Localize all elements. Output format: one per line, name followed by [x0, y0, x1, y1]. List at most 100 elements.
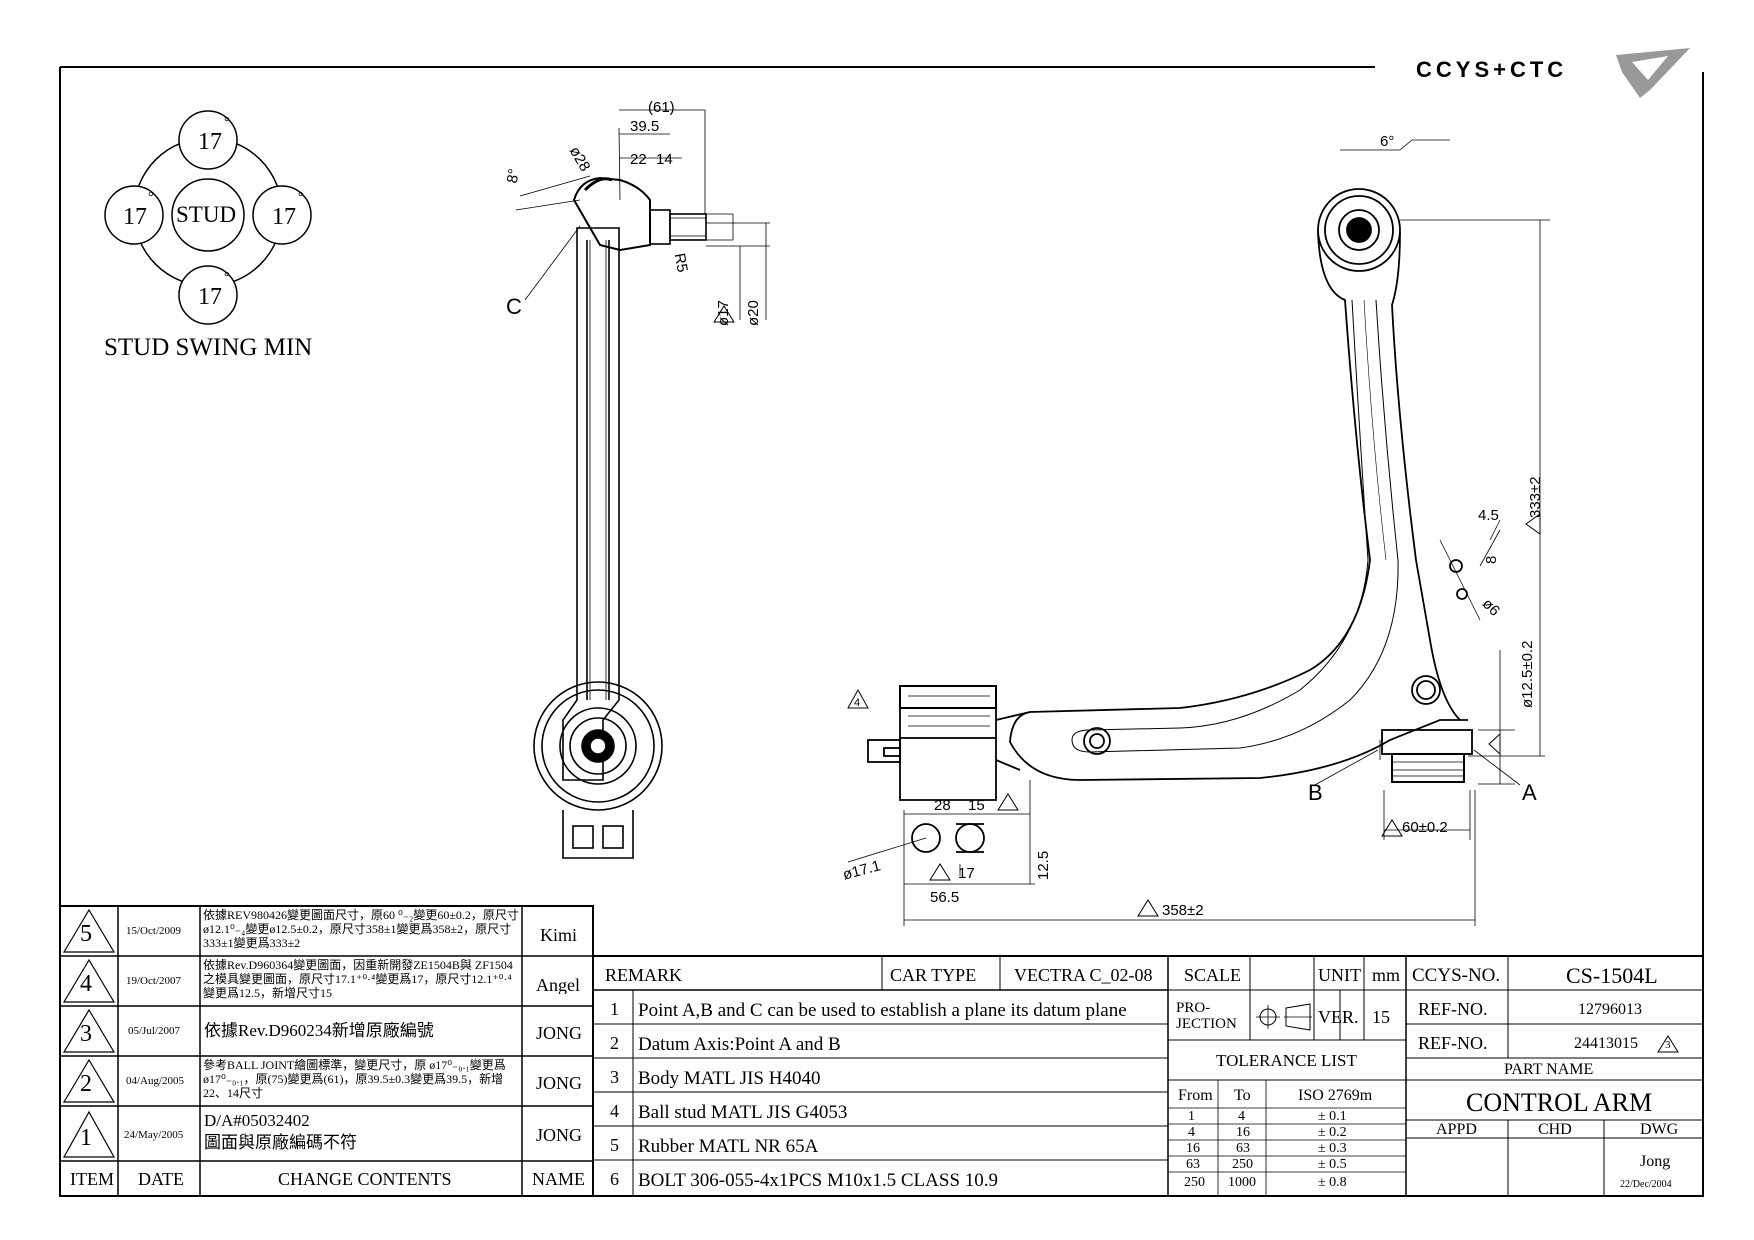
side-view-labels: (61) 39.5 22 14 ø28 8° R5 ø17 ø20 C [504, 99, 762, 326]
rev-content-3: 依據Rev.D960234新增原廠編號 [204, 1022, 434, 1039]
rev-content-2: 參考BALL JOINT繪圖標準，變更尺寸，原 ø17⁰₋₀.₁變更爲ø17⁰₋… [203, 1058, 506, 1100]
tolerance-title: TOLERANCE LIST [1216, 1052, 1357, 1069]
rev-date-2: 04/Aug/2005 [126, 1076, 185, 1087]
dim-12-5-dia: ø12.5±0.2 [1519, 641, 1536, 708]
tolerance-from-1: 1 [1188, 1110, 1195, 1124]
rev-item-2: 2 [80, 1072, 92, 1096]
part-name-value: CONTROL ARM [1466, 1090, 1653, 1116]
ccys-no-value: CS-1504L [1566, 965, 1658, 987]
rev-content-5: 依據REV980426變更圖面尺寸，原60 ⁰₋₂變更60±0.2，原尺寸ø12… [203, 908, 519, 950]
control-arm-drawing [847, 139, 1550, 926]
stud-swing-title: STUD SWING MIN [104, 334, 312, 361]
dim-17-dia: ø17 [715, 300, 732, 326]
rev-item-1: 1 [80, 1126, 92, 1150]
tolerance-iso-1: ± 0.1 [1318, 1110, 1347, 1124]
version-value: 15 [1372, 1008, 1390, 1026]
ccys-no-label: CCYS-NO. [1412, 966, 1501, 985]
remark-no-4: 4 [610, 1102, 619, 1120]
remark-label: REMARK [605, 966, 683, 984]
version-label: VER. [1318, 1008, 1359, 1026]
dim-28: 28 [934, 797, 951, 814]
stud-swing-diagram: 17 17 17 17 ° ° ° ° STUD STUD SWING MIN [104, 110, 312, 361]
swing-circle-bottom [178, 265, 238, 325]
dim-17-1-dia: ø17.1 [841, 857, 882, 883]
swing-circle-center [171, 178, 245, 252]
tolerance-to-5: 1000 [1228, 1176, 1256, 1190]
rev-content-4: 依據Rev.D960364變更圖面，因重新開發ZE1504B與 ZF1504之模… [203, 958, 513, 1000]
ref-no-2-rev: 3 [1665, 1040, 1671, 1051]
rev-triangle-15 [997, 793, 1019, 811]
remark-text-5: Rubber MATL NR 65A [638, 1137, 819, 1156]
dim-61: (61) [648, 99, 675, 116]
approval-header-chd: CHD [1538, 1122, 1572, 1138]
dim-333: 333±2 [1527, 476, 1544, 518]
tolerance-iso-3: ± 0.3 [1318, 1142, 1347, 1156]
projection-symbol [1256, 1000, 1316, 1034]
dim-8-angle: 8° [504, 167, 523, 184]
scale-label: SCALE [1184, 966, 1242, 984]
rev-name-5: Kimi [540, 926, 578, 944]
logo-text: CCYS+CTC [1416, 57, 1567, 82]
rev-name-3: JONG [536, 1024, 583, 1042]
tolerance-from-3: 16 [1186, 1142, 1200, 1156]
rev-header-name: NAME [532, 1170, 585, 1188]
dim-20-dia: ø20 [745, 300, 762, 326]
rev-date-1: 24/May/2005 [124, 1130, 184, 1141]
rev-date-4: 19/Oct/2007 [126, 976, 181, 987]
rev-triangle-side [713, 305, 735, 323]
approval-header-appd: APPD [1436, 1122, 1477, 1138]
remark-no-5: 5 [610, 1136, 619, 1154]
ref-no-2-value: 24413015 [1574, 1036, 1638, 1052]
dim-358: 358±2 [1162, 902, 1204, 919]
car-type-label: CAR TYPE [890, 966, 977, 984]
tolerance-header-iso: ISO 2769m [1298, 1088, 1373, 1104]
svg-text:°: ° [224, 115, 230, 130]
rev-date-3: 05/Jul/2007 [128, 1026, 180, 1037]
ref-no-2-label: REF-NO. [1418, 1034, 1488, 1052]
unit-value: mm [1372, 966, 1401, 984]
remark-no-2: 2 [610, 1034, 619, 1052]
tolerance-header-from: From [1178, 1088, 1213, 1104]
swing-center-label: STUD [176, 202, 236, 227]
rev-item-4: 4 [80, 972, 92, 996]
approval-header-dwg: DWG [1640, 1122, 1679, 1138]
control-arm-labels: 6° 333±2 4.5 8 ø6 ø12.5±0.2 B A 60±0.2 2… [841, 133, 1544, 919]
swing-angle-left: 17 [123, 204, 147, 230]
svg-text:4: 4 [854, 697, 860, 709]
swing-circle-left [104, 185, 164, 245]
dim-39-5: 39.5 [630, 118, 659, 135]
remark-no-1: 1 [610, 1000, 619, 1018]
rev-triangle-4 [847, 688, 869, 709]
dim-22: 22 [630, 151, 647, 168]
tolerance-to-3: 63 [1236, 1142, 1250, 1156]
swing-circle-right [252, 185, 312, 245]
swing-circle-top [178, 110, 238, 170]
remark-text-2: Datum Axis:Point A and B [638, 1035, 841, 1054]
dim-6-dia: ø6 [1479, 595, 1503, 619]
rev-date-5: 15/Oct/2009 [126, 926, 181, 937]
approval-date: 22/Dec/2004 [1620, 1180, 1672, 1190]
tolerance-to-4: 250 [1232, 1158, 1253, 1172]
dim-15: 15 [968, 797, 985, 814]
label-c: C [506, 294, 522, 319]
label-a: A [1522, 780, 1537, 805]
swing-angle-right: 17 [272, 204, 296, 230]
dim-14: 14 [656, 151, 673, 168]
svg-text:°: ° [224, 270, 230, 285]
part-name-label: PART NAME [1504, 1062, 1594, 1078]
remark-text-1: Point A,B and C can be used to establish… [638, 1001, 1127, 1020]
label-b: B [1308, 780, 1323, 805]
company-logo: CCYS+CTC [1416, 48, 1690, 98]
dim-28-dia: ø28 [566, 144, 594, 175]
swing-angle-bottom: 17 [198, 284, 222, 310]
side-view-drawing [515, 109, 770, 859]
rev-item-5: 5 [80, 922, 92, 946]
rev-content-1: D/A#05032402 圖面與原廠編碼不符 [204, 1111, 357, 1152]
svg-text:°: ° [298, 190, 304, 205]
projection-label: PRO- JECTION [1176, 1000, 1237, 1032]
ref-no-1-value: 12796013 [1578, 1002, 1642, 1018]
ref-no-1-label: REF-NO. [1418, 1000, 1488, 1018]
dim-56-5: 56.5 [930, 889, 959, 906]
swing-angle-top: 17 [198, 129, 222, 155]
